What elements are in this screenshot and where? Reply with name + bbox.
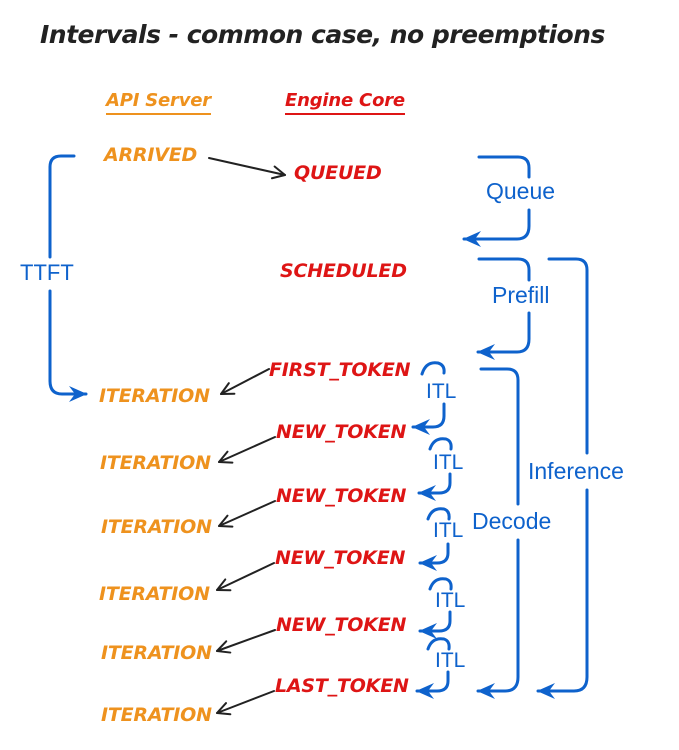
diagram-title: Intervals - common case, no preemptions	[40, 20, 605, 49]
event-first-token: FIRST_TOKEN	[269, 359, 411, 381]
event-iteration-1: ITERATION	[99, 385, 210, 407]
itl-bracket-3	[418, 507, 451, 571]
decode-bracket	[476, 367, 520, 699]
prefill-bracket	[476, 257, 531, 360]
interval-label-itl-2: ITL	[433, 451, 464, 474]
arrow-new-token-3-iteration	[216, 562, 275, 592]
inference-bracket	[536, 257, 589, 699]
event-new-token-4: NEW_TOKEN	[276, 614, 407, 636]
interval-label-itl-1: ITL	[426, 380, 457, 403]
itl-bracket-1	[411, 361, 446, 435]
interval-label-ttft: TTFT	[20, 260, 74, 285]
column-header-engine-core: Engine Core	[285, 92, 405, 115]
event-iteration-2: ITERATION	[100, 452, 211, 474]
event-iteration-5: ITERATION	[101, 642, 212, 664]
event-new-token-2: NEW_TOKEN	[276, 485, 407, 507]
arrow-new-token-4-iteration	[216, 629, 276, 654]
arrow-new-token-2-iteration	[218, 500, 276, 528]
interval-label-decode: Decode	[472, 508, 552, 534]
column-header-api-server: API Server	[106, 92, 211, 115]
event-last-token: LAST_TOKEN	[275, 675, 409, 697]
itl-bracket-5	[415, 637, 451, 699]
interval-label-inference: Inference	[528, 458, 624, 484]
arrow-first-token-iteration	[220, 368, 270, 395]
event-queued: QUEUED	[294, 162, 382, 184]
event-iteration-3: ITERATION	[101, 516, 212, 538]
event-iteration-6: ITERATION	[101, 704, 212, 726]
event-iteration-4: ITERATION	[99, 583, 210, 605]
itl-bracket-2	[417, 437, 453, 501]
event-new-token-3: NEW_TOKEN	[275, 547, 406, 569]
queue-bracket	[462, 155, 531, 247]
interval-label-itl-3: ITL	[433, 519, 464, 542]
event-scheduled: SCHEDULED	[280, 260, 407, 282]
interval-label-itl-5: ITL	[435, 649, 466, 672]
event-new-token-1: NEW_TOKEN	[276, 421, 407, 443]
interval-label-prefill: Prefill	[492, 282, 550, 308]
arrow-last-token-iteration	[216, 690, 275, 716]
itl-bracket-4	[418, 577, 453, 639]
interval-label-queue: Queue	[486, 178, 556, 204]
event-arrived: ARRIVED	[104, 144, 198, 166]
arrow-arrived-queued	[208, 157, 286, 180]
arrow-new-token-1-iteration	[218, 436, 276, 464]
interval-label-itl-4: ITL	[435, 589, 466, 612]
ttft-bracket	[48, 154, 88, 402]
